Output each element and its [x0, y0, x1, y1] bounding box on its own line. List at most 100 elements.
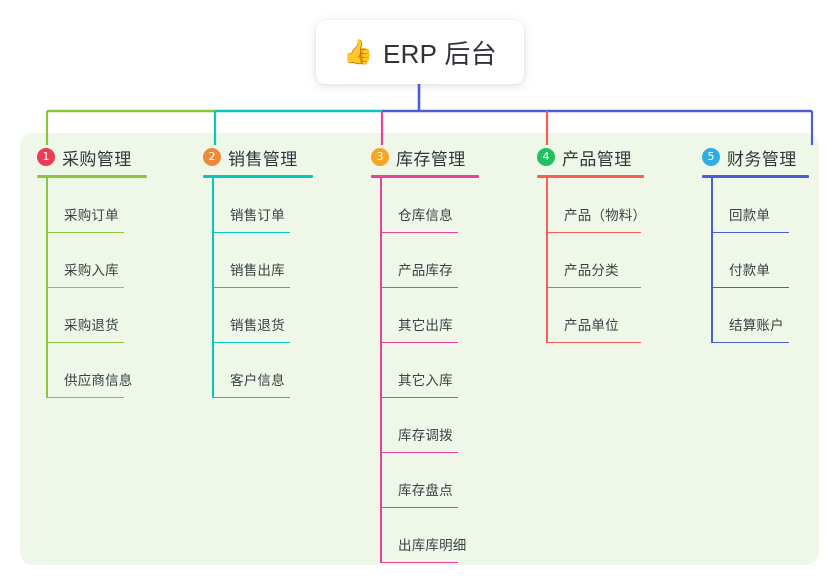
list-item-label: 采购入库	[64, 263, 119, 278]
list-item-rule	[546, 231, 641, 233]
branch-spine-1	[46, 178, 48, 398]
list-item-label: 回款单	[729, 208, 771, 223]
column-header-5[interactable]: 5 财务管理	[702, 145, 809, 169]
column-title-2: 销售管理	[228, 149, 298, 169]
list-item-label: 产品分类	[564, 263, 619, 278]
list-item-rule	[46, 341, 124, 343]
list-item-label: 产品（物料）	[564, 208, 647, 223]
branch-2: 销售订单销售出库销售退货客户信息	[212, 178, 313, 398]
list-item-rule	[212, 286, 290, 288]
column-title-3: 库存管理	[396, 149, 466, 169]
branch-spine-3	[380, 178, 382, 563]
branch-spine-4	[546, 178, 548, 343]
list-item-rule	[380, 451, 458, 453]
list-item[interactable]: 产品库存	[380, 233, 479, 288]
list-item-label: 库存调拨	[398, 428, 453, 443]
list-item[interactable]: 采购入库	[46, 233, 147, 288]
list-item-rule	[711, 286, 789, 288]
list-item[interactable]: 销售订单	[212, 178, 313, 233]
branch-3: 仓库信息产品库存其它出库其它入库库存调拨库存盘点出库库明细	[380, 178, 479, 563]
list-item-label: 采购订单	[64, 208, 119, 223]
list-item-rule	[46, 396, 124, 398]
list-item[interactable]: 客户信息	[212, 343, 313, 398]
column-header-2[interactable]: 2 销售管理	[203, 145, 313, 169]
list-item-label: 销售退货	[230, 318, 285, 333]
list-item[interactable]: 供应商信息	[46, 343, 147, 398]
list-item-label: 仓库信息	[398, 208, 453, 223]
column-underline-1	[37, 175, 147, 178]
list-item-label: 采购退货	[64, 318, 119, 333]
list-item[interactable]: 出库库明细	[380, 508, 479, 563]
list-item-rule	[380, 561, 458, 563]
column-title-1: 采购管理	[62, 149, 132, 169]
diagram-panel	[20, 133, 819, 565]
list-item[interactable]: 采购订单	[46, 178, 147, 233]
list-item-rule	[380, 506, 458, 508]
list-item[interactable]: 付款单	[711, 233, 809, 288]
list-item-label: 产品单位	[564, 318, 619, 333]
list-item-label: 销售出库	[230, 263, 285, 278]
column-badge-4: 4	[537, 148, 555, 166]
list-item[interactable]: 产品（物料）	[546, 178, 647, 233]
column-underline-3	[371, 175, 479, 178]
list-item-label: 出库库明细	[398, 538, 467, 553]
branch-spine-5	[711, 178, 713, 343]
column-title-4: 产品管理	[562, 149, 632, 169]
column-1: 1 采购管理采购订单采购入库采购退货供应商信息	[37, 145, 147, 398]
list-item[interactable]: 库存调拨	[380, 398, 479, 453]
list-item-label: 供应商信息	[64, 373, 133, 388]
list-item-rule	[380, 286, 458, 288]
column-header-1[interactable]: 1 采购管理	[37, 145, 147, 169]
branch-4: 产品（物料） 产品分类产品单位	[546, 178, 647, 343]
list-item[interactable]: 销售出库	[212, 233, 313, 288]
list-item-rule	[546, 286, 641, 288]
list-item-label: 付款单	[729, 263, 771, 278]
list-item-rule	[380, 341, 458, 343]
list-item-label: 产品库存	[398, 263, 453, 278]
list-item-rule	[711, 231, 789, 233]
list-item-rule	[46, 286, 124, 288]
column-badge-1: 1	[37, 148, 55, 166]
list-item-label: 库存盘点	[398, 483, 453, 498]
list-item[interactable]: 仓库信息	[380, 178, 479, 233]
root-node-title: ERP 后台	[382, 38, 497, 69]
column-4: 4 产品管理产品（物料） 产品分类产品单位	[537, 145, 647, 343]
column-2: 2 销售管理销售订单销售出库销售退货客户信息	[203, 145, 313, 398]
branch-spine-2	[212, 178, 214, 398]
list-item-label: 销售订单	[230, 208, 285, 223]
list-item-label: 其它入库	[398, 373, 453, 388]
branch-1: 采购订单采购入库采购退货供应商信息	[46, 178, 147, 398]
list-item-rule	[546, 341, 641, 343]
list-item-rule	[212, 231, 290, 233]
column-underline-4	[537, 175, 644, 178]
list-item-label: 结算账户	[729, 318, 784, 333]
list-item[interactable]: 结算账户	[711, 288, 809, 343]
list-item-rule	[711, 341, 789, 343]
list-item-label: 客户信息	[230, 373, 285, 388]
list-item[interactable]: 其它出库	[380, 288, 479, 343]
column-header-4[interactable]: 4 产品管理	[537, 145, 644, 169]
column-3: 3 库存管理仓库信息产品库存其它出库其它入库库存调拨库存盘点出库库明细	[371, 145, 479, 563]
list-item-rule	[380, 396, 458, 398]
column-badge-2: 2	[203, 148, 221, 166]
list-item-rule	[380, 231, 458, 233]
list-item[interactable]: 产品分类	[546, 233, 644, 288]
list-item-rule	[46, 231, 124, 233]
branch-5: 回款单付款单结算账户	[711, 178, 809, 343]
list-item[interactable]: 其它入库	[380, 343, 479, 398]
list-item[interactable]: 销售退货	[212, 288, 313, 343]
list-item[interactable]: 产品单位	[546, 288, 644, 343]
column-title-5: 财务管理	[727, 149, 797, 169]
column-underline-2	[203, 175, 313, 178]
column-badge-5: 5	[702, 148, 720, 166]
root-node[interactable]: 👍 ERP 后台	[316, 20, 524, 84]
list-item-rule	[212, 341, 290, 343]
list-item[interactable]: 回款单	[711, 178, 809, 233]
column-header-3[interactable]: 3 库存管理	[371, 145, 479, 169]
thumbs-up-icon: 👍	[343, 38, 373, 66]
list-item[interactable]: 采购退货	[46, 288, 147, 343]
column-5: 5 财务管理回款单付款单结算账户	[702, 145, 809, 343]
list-item[interactable]: 库存盘点	[380, 453, 479, 508]
column-badge-3: 3	[371, 148, 389, 166]
